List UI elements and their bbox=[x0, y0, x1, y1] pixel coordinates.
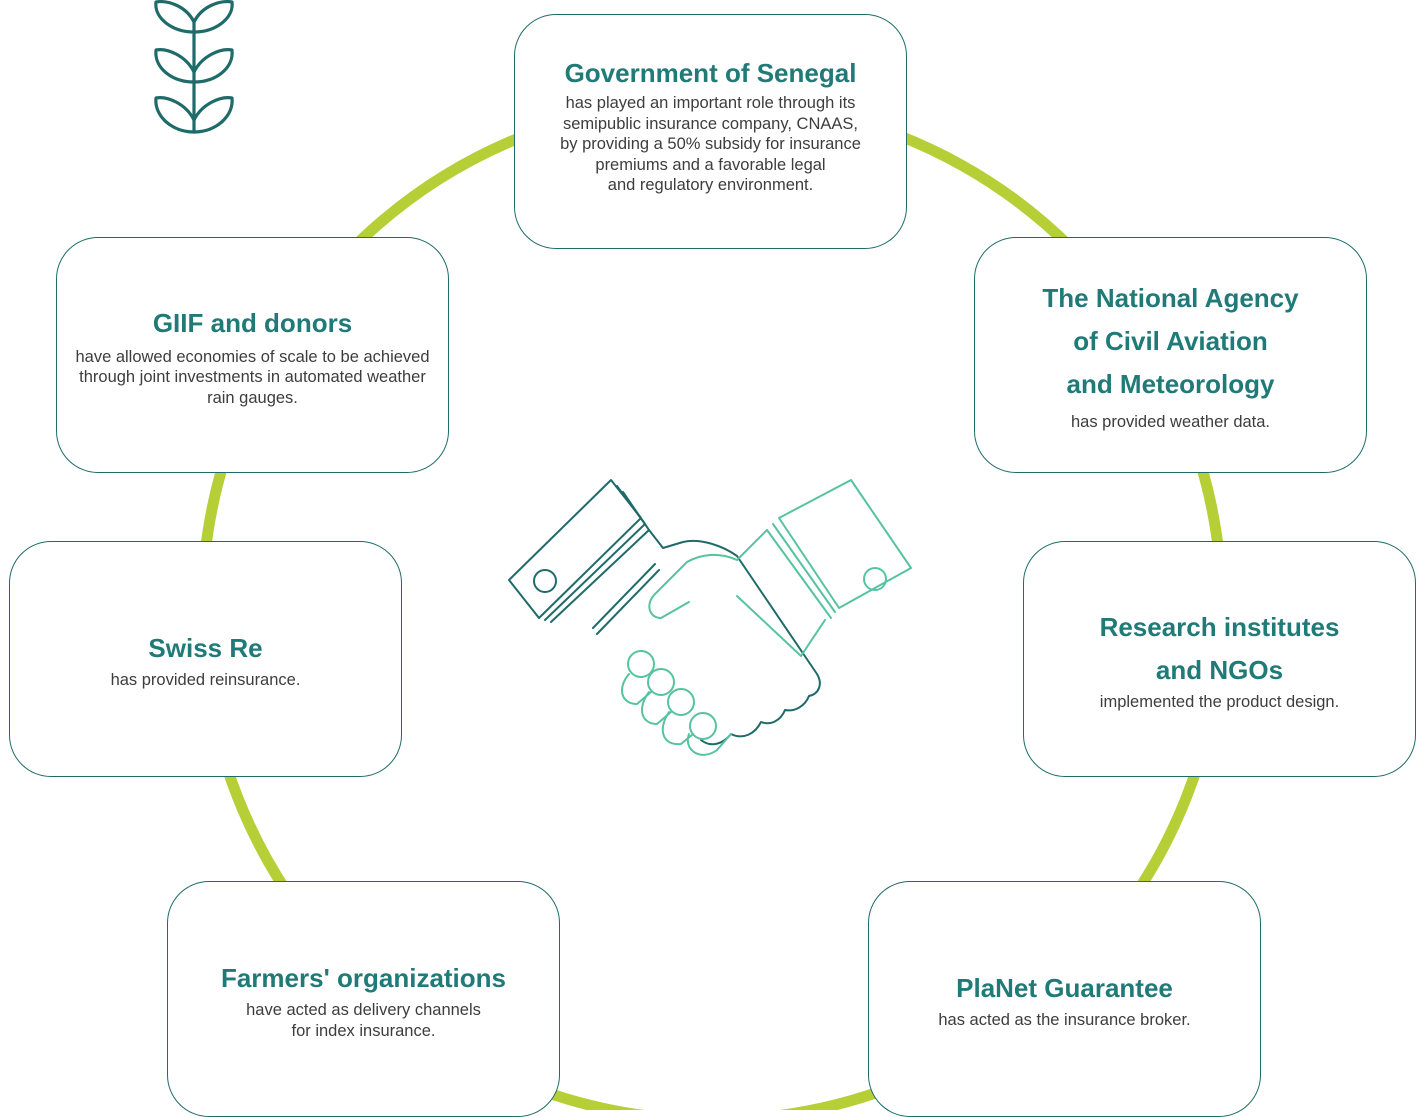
card-research-institutes-ngos: Research institutes and NGOs implemented… bbox=[1023, 541, 1416, 777]
card-title: Research institutes and NGOs bbox=[1099, 611, 1340, 685]
card-description: has provided reinsurance. bbox=[110, 671, 301, 690]
card-title: Farmers' organizations bbox=[220, 963, 507, 993]
card-description: has played an important role through its… bbox=[560, 94, 861, 194]
card-giif-and-donors: GIIF and donors have allowed economies o… bbox=[56, 237, 449, 473]
card-description: has acted as the insurance broker. bbox=[938, 1011, 1191, 1030]
card-description: implemented the product design. bbox=[1099, 692, 1340, 711]
card-government-of-senegal: Government of Senegal has played an impo… bbox=[514, 14, 907, 249]
card-title: The National Agency of Civil Aviation an… bbox=[1042, 283, 1299, 400]
card-farmers-organizations: Farmers' organizations have acted as del… bbox=[167, 881, 560, 1117]
card-title: PlaNet Guarantee bbox=[956, 973, 1173, 1004]
handshake-icon bbox=[508, 479, 912, 756]
card-title: Government of Senegal bbox=[564, 58, 857, 88]
card-national-agency-civil-aviation: The National Agency of Civil Aviation an… bbox=[974, 237, 1367, 473]
card-planet-guarantee: PlaNet Guarantee has acted as the insura… bbox=[868, 881, 1261, 1117]
card-description: has provided weather data. bbox=[1070, 413, 1271, 432]
card-title: GIIF and donors bbox=[152, 307, 353, 338]
card-description: have allowed economies of scale to be ac… bbox=[75, 347, 430, 407]
card-title: Swiss Re bbox=[148, 633, 263, 664]
card-description: have acted as delivery channels for inde… bbox=[246, 1001, 481, 1040]
wheat-icon bbox=[154, 0, 234, 134]
card-swiss-re: Swiss Re has provided reinsurance. bbox=[9, 541, 402, 777]
